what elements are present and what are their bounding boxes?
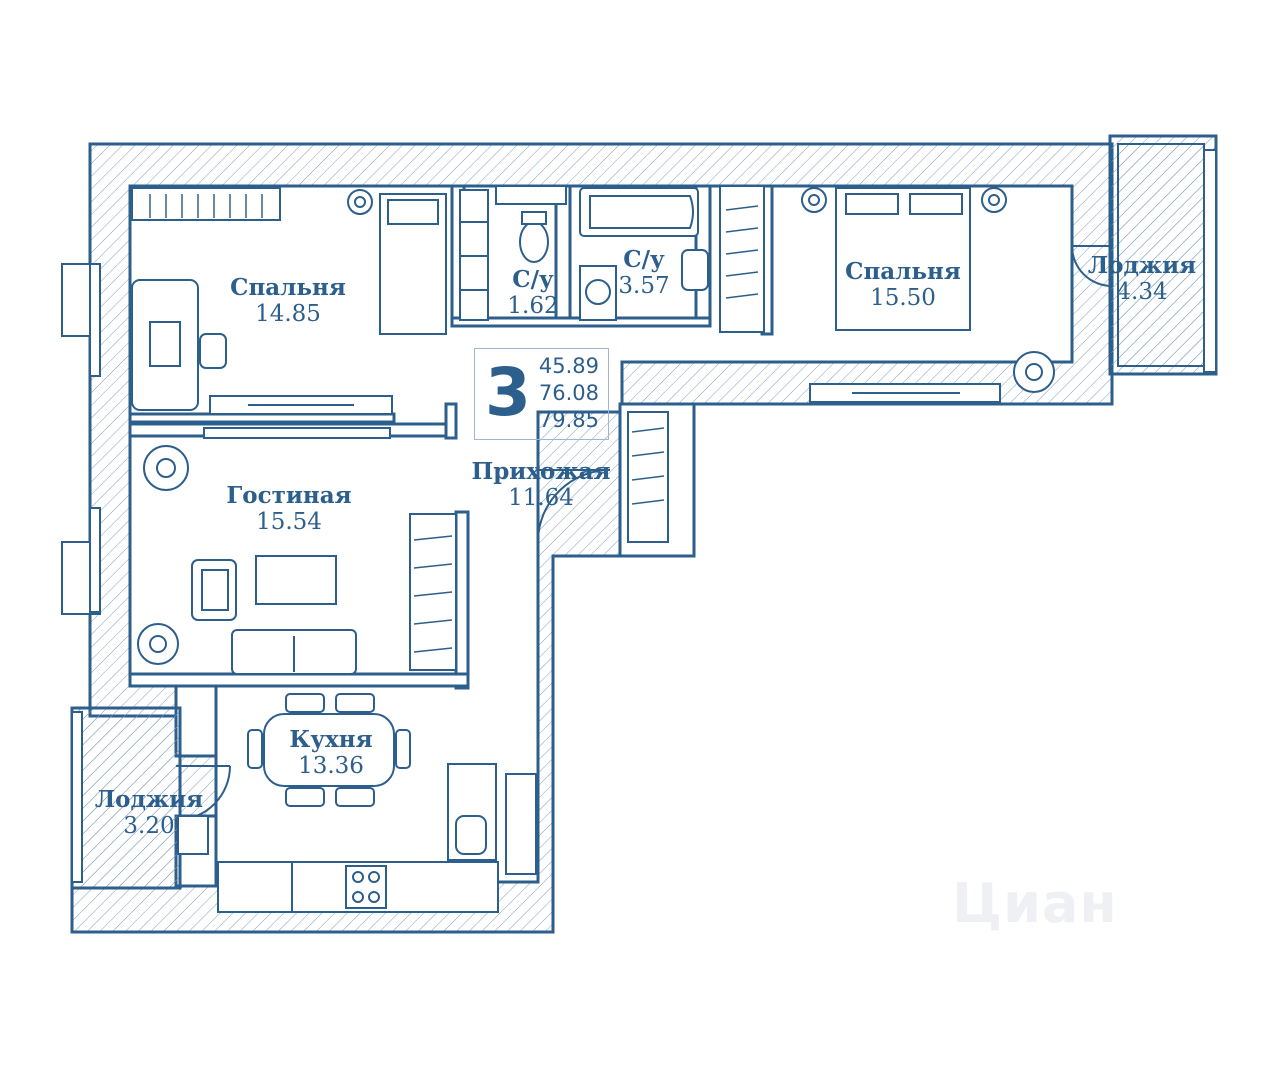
room-area: 4.34: [1116, 279, 1168, 305]
sink-bath2: [681, 249, 709, 291]
room-name: С/у: [512, 266, 554, 293]
room-label-bathroom-1: С/у 1.62: [500, 266, 566, 320]
loggia-left-frame: [70, 706, 182, 890]
dining-table: [263, 713, 395, 787]
room-area: 3.20: [123, 813, 175, 839]
living-area: 45.89: [538, 354, 599, 378]
room-area: 1.62: [507, 293, 559, 319]
monitor: [149, 321, 181, 367]
room-name: Лоджия: [94, 786, 204, 813]
wall-stub-1: [444, 402, 458, 440]
pillow-1: [845, 193, 899, 215]
room-name: Спальня: [845, 258, 961, 285]
radiator-living: [203, 427, 391, 439]
room-name: Прихожая: [471, 458, 611, 485]
window-loggia-right: [1203, 149, 1217, 373]
apartment-summary-badge: 3 45.89 76.08 79.85: [474, 348, 609, 440]
room-label-loggia-1: Лоджия 4.34: [1082, 252, 1202, 306]
room-area: 15.50: [870, 285, 936, 311]
room-label-bathroom-2: С/у 3.57: [610, 246, 678, 300]
room-name: Спальня: [230, 274, 346, 301]
windows: [61, 149, 1217, 883]
shelf-top: [495, 185, 567, 205]
fridge: [505, 773, 537, 875]
wall-bedroom1-bottom: [128, 412, 396, 424]
room-area: 3.57: [618, 273, 670, 299]
total-area-with-loggias: 79.85: [538, 408, 599, 432]
window-sill-2: [89, 507, 101, 613]
chair-1: [285, 693, 325, 713]
furniture: [131, 185, 1055, 913]
chair-6: [395, 729, 411, 769]
door-loggia-right: [1071, 245, 1113, 287]
total-area: 76.08: [538, 381, 599, 405]
wall-living-right: [454, 510, 470, 690]
kitchen-sink: [455, 815, 487, 855]
room-label-loggia-2: Лоджия 3.20: [88, 786, 210, 840]
watermark-logo: Циан: [952, 872, 1118, 935]
room-label-bedroom-2: Спальня 15.50: [836, 258, 970, 312]
wall-living-bottom: [128, 672, 470, 688]
wardrobe-bedroom1: [131, 187, 281, 221]
pillow-single: [387, 199, 439, 225]
room-name: Лоджия: [1087, 252, 1197, 279]
chair-2: [335, 693, 375, 713]
window-loggia-left: [71, 711, 83, 883]
room-area: 13.36: [298, 753, 364, 779]
area-figures: 45.89 76.08 79.85: [539, 353, 599, 434]
room-area: 15.54: [256, 509, 322, 535]
pillow-2: [909, 193, 963, 215]
window-sill-1: [89, 263, 101, 377]
room-label-kitchen: Кухня 13.36: [276, 726, 386, 780]
chair-3: [285, 787, 325, 807]
room-name: Гостиная: [226, 482, 352, 509]
room-area: 11.64: [508, 485, 574, 511]
coffee-table: [255, 555, 337, 605]
room-label-living-room: Гостиная 15.54: [214, 482, 364, 536]
room-name: С/у: [623, 246, 665, 273]
room-name: Кухня: [289, 726, 373, 753]
radiator-kitchen: [177, 815, 209, 855]
doors: [175, 245, 1113, 821]
room-label-hallway: Прихожая 11.64: [466, 458, 616, 512]
chair-4: [335, 787, 375, 807]
wall-kitchen-left: [174, 684, 218, 758]
room-label-bedroom-1: Спальня 14.85: [222, 274, 354, 328]
door-entrance: [537, 469, 611, 541]
room-area: 14.85: [255, 301, 321, 327]
chair-desk: [199, 333, 227, 369]
room-count: 3: [485, 354, 531, 431]
chair-5: [247, 729, 263, 769]
toilet: [519, 221, 549, 263]
stove: [345, 865, 387, 909]
